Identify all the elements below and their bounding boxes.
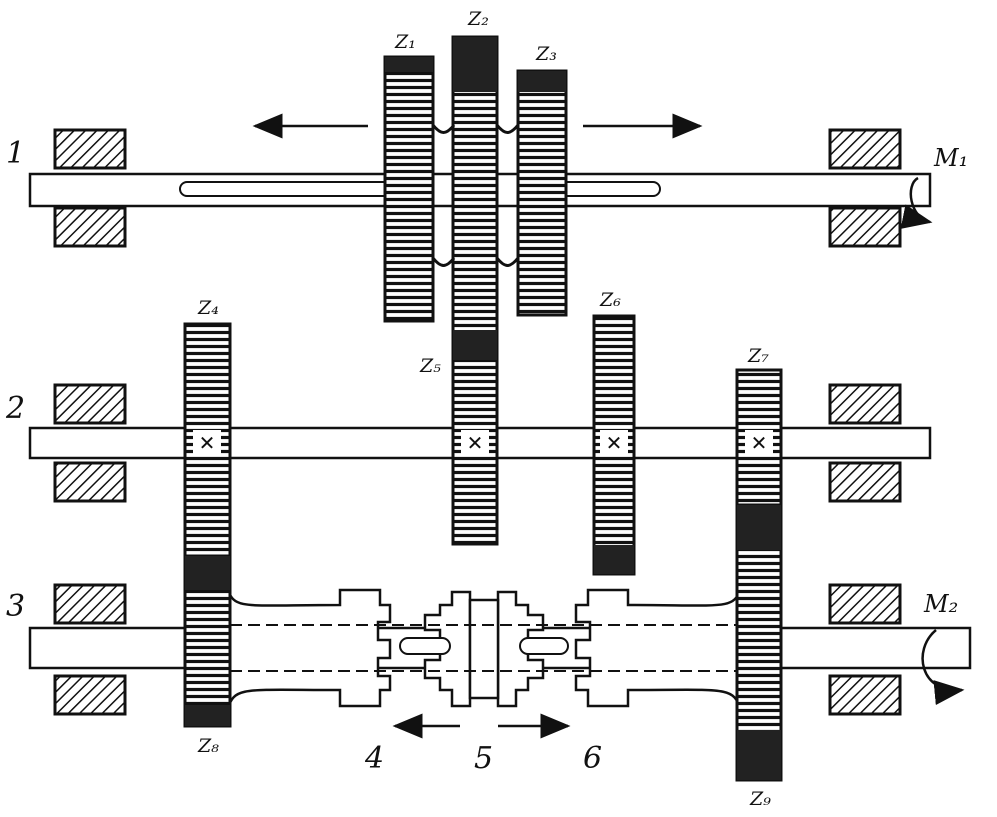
gear-key-bg-3 [600, 430, 628, 456]
gear-z3-label: Z₃ [535, 43, 557, 65]
gear-block-neck-4 [495, 257, 520, 267]
shaft-1-keyway-left [179, 181, 391, 197]
gear-block-neck-2 [495, 124, 520, 134]
bearing-block-8 [828, 461, 902, 503]
bearing-block-3 [828, 128, 902, 170]
bearings [53, 128, 902, 716]
gear-z5-label: Z₅ [419, 355, 441, 377]
gear-z3 [516, 69, 568, 317]
gear-key-mark-1: ✕ [199, 431, 216, 455]
gear-z4-label: Z₄ [197, 297, 219, 319]
gear-key-mark-3: ✕ [606, 431, 623, 455]
moment-m1-label: M₁ [933, 144, 968, 172]
bearing-block-9 [53, 583, 127, 625]
gear-z2 [451, 35, 499, 546]
gear-z2-label: Z₂ [467, 8, 489, 30]
gear-block-neck-1 [431, 124, 456, 134]
gear-z1-label: Z₁ [394, 31, 416, 53]
clutch-keyway-right [519, 637, 569, 655]
gear-z9-dark-band-1 [737, 505, 781, 550]
shaft-3-label: 3 [6, 589, 25, 624]
gear-block-neck-3 [431, 257, 456, 267]
sliding-clutch-center [468, 598, 500, 700]
bearing-block-6 [53, 461, 127, 503]
rotation-arrow-m2 [921, 629, 965, 706]
bearing-block-7 [828, 383, 902, 425]
gear-z8-dark-band-1 [185, 556, 230, 590]
gear-key-mark-4: ✕ [751, 431, 768, 455]
moment-m2-label: M₂ [923, 590, 958, 618]
clutch-5-label: 5 [474, 741, 493, 776]
gear-z8-dark-band-2 [185, 705, 230, 726]
gear-key-bg-2 [461, 430, 489, 456]
shaft-1-label: 1 [6, 136, 25, 171]
gear-z3-dark-band-1 [518, 71, 566, 92]
gear-z9-dark-band-2 [737, 730, 781, 780]
gear-z8-label: Z₈ [197, 735, 219, 757]
bearing-block-12 [828, 674, 902, 716]
clutch-keyway-left [399, 637, 451, 655]
arrows [252, 113, 703, 739]
clutch-6-label: 6 [583, 741, 602, 776]
gear-z1 [383, 55, 435, 323]
gear-z7-label: Z₇ [747, 345, 769, 367]
shaft-2-label: 2 [5, 391, 25, 426]
bearing-block-4 [828, 206, 902, 248]
clutch-hub-left [226, 588, 392, 709]
bearing-block-5 [53, 383, 127, 425]
rotation-arrow-m1 [900, 176, 933, 229]
gear-z6-dark-band-1 [594, 545, 634, 574]
gears: ✕ ✕ ✕ ✕ [183, 35, 783, 782]
gear-z6-label: Z₆ [599, 289, 621, 311]
gear-key-bg-1 [193, 430, 221, 456]
clutch-hub-right [574, 588, 742, 709]
gear-key-mark-2: ✕ [467, 431, 484, 455]
gear-z2-dark-band-1 [453, 37, 497, 92]
bearing-block-1 [53, 128, 127, 170]
gear-key-bg-4 [745, 430, 773, 456]
gear-z1-dark-band-1 [385, 57, 433, 72]
bearing-block-10 [53, 674, 127, 716]
clutch-hubs [226, 588, 742, 709]
bearing-block-2 [53, 206, 127, 248]
clutch-4-label: 4 [364, 741, 384, 776]
gear-z2-dark-band-2 [453, 330, 497, 360]
gear-z9-label: Z₉ [749, 788, 771, 810]
shaft-1-keyway-right [559, 181, 661, 197]
bearing-block-11 [828, 583, 902, 625]
